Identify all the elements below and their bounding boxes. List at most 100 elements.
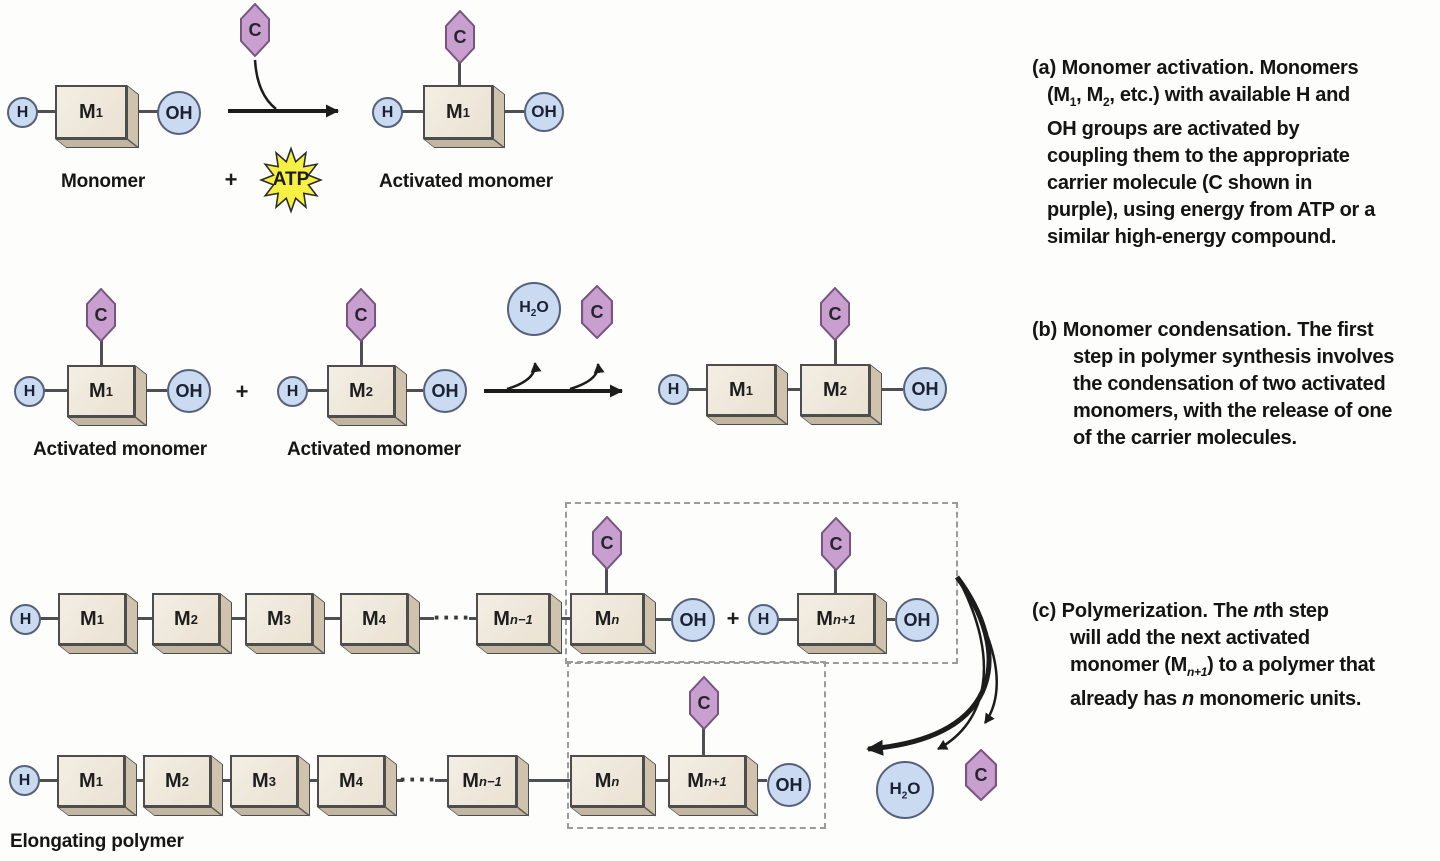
oh-group-circle: OH bbox=[903, 367, 947, 411]
hexagon-shape bbox=[820, 287, 850, 341]
starburst-polygon bbox=[258, 146, 324, 214]
box-label-sub: 1 bbox=[105, 383, 113, 399]
chain-ellipsis: ···· bbox=[399, 764, 438, 794]
carrier-bond bbox=[458, 62, 461, 86]
bond bbox=[397, 779, 403, 782]
released-carrier-hexagon: C bbox=[581, 285, 613, 339]
box-side bbox=[385, 755, 397, 817]
carrier-label: C bbox=[974, 764, 988, 785]
bond bbox=[882, 388, 903, 391]
caption-segment: 2 bbox=[1102, 95, 1110, 109]
box-side bbox=[493, 85, 505, 149]
h-group-circle: H bbox=[10, 604, 41, 635]
box-label-sub: n+1 bbox=[832, 611, 856, 627]
box-label: M bbox=[339, 769, 356, 792]
caption-segment: th step bbox=[1265, 600, 1329, 622]
caption-segment: , etc.) with available H and bbox=[1109, 84, 1350, 106]
activated-monomer-caption: Activated monomer bbox=[287, 439, 461, 460]
carrier-label: C bbox=[354, 304, 368, 325]
box-side bbox=[135, 365, 147, 427]
carrier-release-arrow bbox=[569, 363, 605, 391]
carrier-bond bbox=[100, 340, 103, 365]
carrier-label: C bbox=[453, 26, 467, 47]
oh-label: OH bbox=[531, 102, 557, 121]
box-side bbox=[220, 593, 232, 655]
caption-segment: ) to a polymer that bbox=[1207, 654, 1375, 676]
caption-a: (a) Monomer activation. Monomers(M1, M2,… bbox=[1032, 55, 1375, 251]
bond bbox=[138, 617, 152, 620]
water-o: O bbox=[907, 778, 921, 798]
oh-group-circle: OH bbox=[167, 369, 211, 413]
caption-segment: (M bbox=[1047, 84, 1070, 106]
box-side bbox=[245, 645, 325, 654]
carrier-bond bbox=[834, 339, 837, 364]
bond bbox=[139, 110, 158, 113]
box-label: M bbox=[729, 378, 746, 401]
box-side bbox=[57, 807, 137, 816]
caption-segment: already has bbox=[1070, 688, 1183, 710]
oh-label: OH bbox=[775, 774, 803, 795]
box-label-sub: 3 bbox=[268, 773, 276, 789]
bond bbox=[469, 617, 476, 620]
box-side bbox=[570, 645, 656, 654]
carrier-hexagon: C bbox=[821, 517, 851, 571]
h-label: H bbox=[23, 382, 36, 400]
bond bbox=[307, 389, 327, 392]
box-label: M bbox=[349, 379, 366, 402]
bond bbox=[435, 779, 447, 782]
carrier-release-arrow bbox=[961, 586, 998, 724]
h-group-circle: H bbox=[277, 376, 308, 407]
plus-sign: + bbox=[726, 606, 740, 631]
h-label: H bbox=[757, 610, 770, 628]
caption-segment: purple), using energy from ATP or a bbox=[1047, 199, 1376, 221]
h-group-circle: H bbox=[9, 765, 40, 796]
box-side bbox=[298, 755, 310, 817]
box-label-sub: n−1 bbox=[509, 611, 533, 627]
bond bbox=[402, 110, 423, 113]
caption-segment: (b) Monomer condensation. bbox=[1032, 319, 1298, 341]
bond bbox=[232, 617, 245, 620]
box-label: M bbox=[80, 607, 97, 630]
box-side bbox=[327, 417, 407, 426]
bond bbox=[778, 618, 797, 621]
h-label: H bbox=[19, 610, 32, 628]
box-side bbox=[408, 593, 420, 655]
released-carrier-hexagon: C bbox=[965, 749, 997, 801]
bond bbox=[656, 618, 671, 621]
h-label: H bbox=[18, 771, 31, 789]
carrier-hexagon: C bbox=[86, 288, 116, 342]
box-side bbox=[230, 807, 310, 816]
plus-sign: + bbox=[235, 379, 249, 404]
box-label-sub: n bbox=[611, 773, 620, 789]
caption-segment: will add the next activated bbox=[1070, 627, 1310, 649]
hexagon-shape bbox=[346, 288, 376, 342]
carrier-label: C bbox=[94, 304, 108, 325]
oh-group-circle: OH bbox=[895, 598, 939, 642]
bond bbox=[758, 779, 767, 782]
box-side bbox=[517, 755, 529, 817]
box-label: M bbox=[252, 769, 269, 792]
oh-label: OH bbox=[911, 378, 939, 399]
box-side bbox=[125, 755, 137, 817]
box-label: M bbox=[267, 607, 284, 630]
box-side bbox=[570, 807, 656, 816]
bond bbox=[137, 779, 143, 782]
